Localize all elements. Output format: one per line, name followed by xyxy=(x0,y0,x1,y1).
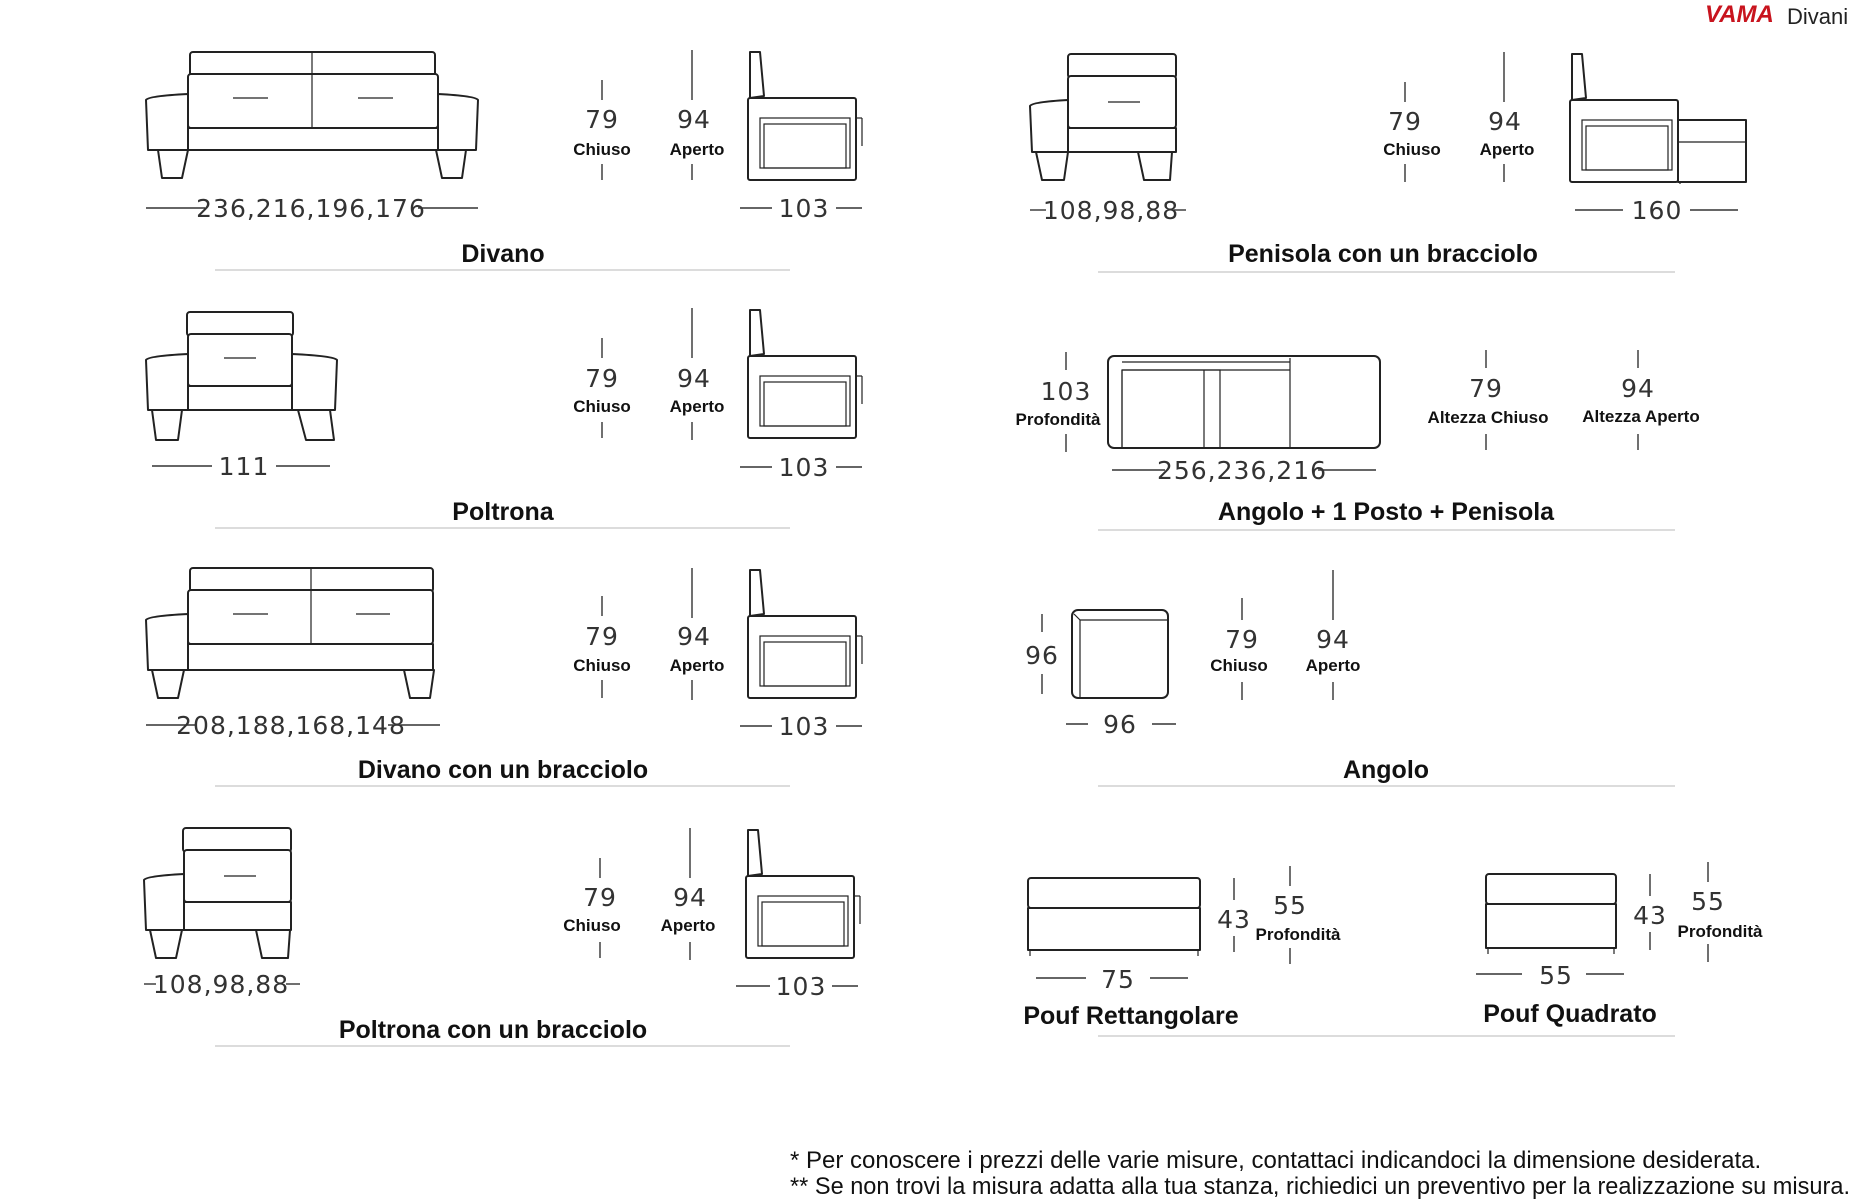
divano-width: 236,216,196,176 xyxy=(196,194,426,223)
poltrona-height-open: 94 xyxy=(677,364,711,393)
angolo-posto-penisola-label-altezza-chiuso: Altezza Chiuso xyxy=(1428,408,1549,427)
divano-bracciolo-depth: 103 xyxy=(779,712,830,741)
pouf-rettangolare-drawing xyxy=(1027,877,1201,956)
angolo-posto-penisola-width: 256,236,216 xyxy=(1157,456,1327,485)
pouf-quadrato-label-profondita: Profondità xyxy=(1678,922,1764,941)
penisola-label-aperto: Aperto xyxy=(1480,140,1535,159)
divano-bracciolo-front-drawing xyxy=(145,567,435,699)
divano-bracciolo-side-drawing xyxy=(747,569,863,699)
poltrona-bracciolo-depth: 103 xyxy=(776,972,827,1001)
divano-bracciolo-width: 208,188,168,148 xyxy=(176,711,406,740)
angolo-depth: 96 xyxy=(1025,641,1059,670)
divano-side-drawing xyxy=(747,51,863,181)
pouf-rettangolare-depth: 55 xyxy=(1273,891,1307,920)
angolo-posto-penisola-depth: 103 xyxy=(1041,377,1092,406)
angolo-label-aperto: Aperto xyxy=(1306,656,1361,675)
penisola-height-open: 94 xyxy=(1488,107,1522,136)
penisola-depth: 160 xyxy=(1632,196,1683,225)
module-poltrona: 111 79 Chiuso 94 Aperto 103 Poltrona xyxy=(145,308,863,529)
angolo-posto-penisola-label-profondita: Profondità xyxy=(1016,410,1102,429)
poltrona-bracciolo-height-closed: 79 xyxy=(583,883,617,912)
divano-bracciolo-height-closed: 79 xyxy=(585,622,619,651)
module-penisola: 108,98,88 79 Chiuso 94 Aperto 160 Peniso… xyxy=(1029,52,1747,273)
penisola-height-closed: 79 xyxy=(1388,107,1422,136)
poltrona-bracciolo-width: 108,98,88 xyxy=(153,970,289,999)
divano-height-closed: 79 xyxy=(585,105,619,134)
footnote-2: ** Se non trovi la misura adatta alla tu… xyxy=(790,1173,1850,1200)
poltrona-label-aperto: Aperto xyxy=(670,397,725,416)
angolo-posto-penisola-height-open: 94 xyxy=(1621,374,1655,403)
penisola-title: Penisola con un bracciolo xyxy=(1228,240,1538,268)
pouf-quadrato-drawing xyxy=(1485,873,1617,954)
divano-bracciolo-height-open: 94 xyxy=(677,622,711,651)
divano-label-aperto: Aperto xyxy=(670,140,725,159)
pouf-rettangolare-width: 75 xyxy=(1101,965,1135,994)
divano-height-open: 94 xyxy=(677,105,711,134)
poltrona-height-closed: 79 xyxy=(585,364,619,393)
module-poltrona-bracciolo: 108,98,88 79 Chiuso 94 Aperto 103 Poltro… xyxy=(143,827,861,1047)
angolo-posto-penisola-height-closed: 79 xyxy=(1469,374,1503,403)
footnote-1: * Per conoscere i prezzi delle varie mis… xyxy=(790,1147,1761,1174)
poltrona-bracciolo-label-chiuso: Chiuso xyxy=(563,916,621,935)
angolo-height-open: 94 xyxy=(1316,625,1350,654)
divano-front-drawing xyxy=(145,51,479,179)
poltrona-bracciolo-title: Poltrona con un bracciolo xyxy=(339,1016,647,1044)
poltrona-side-drawing xyxy=(747,309,863,439)
penisola-width: 108,98,88 xyxy=(1043,196,1179,225)
divano-title: Divano xyxy=(461,240,544,268)
poltrona-bracciolo-height-open: 94 xyxy=(673,883,707,912)
penisola-front-drawing xyxy=(1029,53,1177,181)
angolo-width: 96 xyxy=(1103,710,1137,739)
pouf-quadrato-title: Pouf Quadrato xyxy=(1483,1000,1657,1028)
poltrona-bracciolo-side-drawing xyxy=(745,829,861,959)
brand-name-red: VAMA xyxy=(1705,1,1774,28)
poltrona-depth: 103 xyxy=(779,453,830,482)
poltrona-bracciolo-front-drawing xyxy=(143,827,292,959)
pouf-rettangolare-label-profondita: Profondità xyxy=(1256,925,1342,944)
poltrona-width: 111 xyxy=(219,452,270,481)
angolo-title: Angolo xyxy=(1343,756,1429,784)
angolo-label-chiuso: Chiuso xyxy=(1210,656,1268,675)
pouf-quadrato-width: 55 xyxy=(1539,961,1573,990)
angolo-posto-penisola-title: Angolo + 1 Posto + Penisola xyxy=(1218,498,1555,526)
angolo-posto-penisola-top-drawing xyxy=(1107,355,1381,449)
pouf-quadrato-height: 43 xyxy=(1633,901,1667,930)
poltrona-label-chiuso: Chiuso xyxy=(573,397,631,416)
poltrona-front-drawing xyxy=(145,311,338,441)
pouf-rettangolare-title: Pouf Rettangolare xyxy=(1023,1002,1238,1030)
divano-bracciolo-label-chiuso: Chiuso xyxy=(573,656,631,675)
module-pouf-quadrato: 55 43 55 Profondità Pouf Quadrato xyxy=(1476,862,1763,1028)
module-divano-bracciolo: 208,188,168,148 79 Chiuso 94 Aperto 103 … xyxy=(145,567,863,787)
penisola-label-chiuso: Chiuso xyxy=(1383,140,1441,159)
footnotes: * Per conoscere i prezzi delle varie mis… xyxy=(790,1147,1850,1200)
module-divano: 236,216,196,176 79 Chiuso 94 Aperto 103 … xyxy=(145,50,863,271)
pouf-quadrato-depth: 55 xyxy=(1691,887,1725,916)
penisola-side-drawing xyxy=(1569,53,1747,184)
angolo-height-closed: 79 xyxy=(1225,625,1259,654)
divano-bracciolo-label-aperto: Aperto xyxy=(670,656,725,675)
poltrona-title: Poltrona xyxy=(452,498,554,526)
brand-logo: VAMA Divani xyxy=(1705,1,1848,29)
divano-depth: 103 xyxy=(779,194,830,223)
poltrona-bracciolo-label-aperto: Aperto xyxy=(661,916,716,935)
pouf-rettangolare-height: 43 xyxy=(1217,905,1251,934)
angolo-posto-penisola-label-altezza-aperto: Altezza Aperto xyxy=(1582,407,1699,426)
divano-bracciolo-title: Divano con un bracciolo xyxy=(358,756,648,784)
angolo-top-drawing xyxy=(1071,609,1169,699)
module-angolo: 96 96 79 Chiuso 94 Aperto Angolo xyxy=(1025,570,1675,787)
module-angolo-posto-penisola: 103 Profondità 256,236,216 79 Altezza Ch… xyxy=(1016,350,1700,531)
brand-name-dark: Divani xyxy=(1787,4,1848,29)
divano-label-chiuso: Chiuso xyxy=(573,140,631,159)
module-pouf-rettangolare: 75 43 55 Profondità Pouf Rettangolare xyxy=(1023,866,1341,1030)
